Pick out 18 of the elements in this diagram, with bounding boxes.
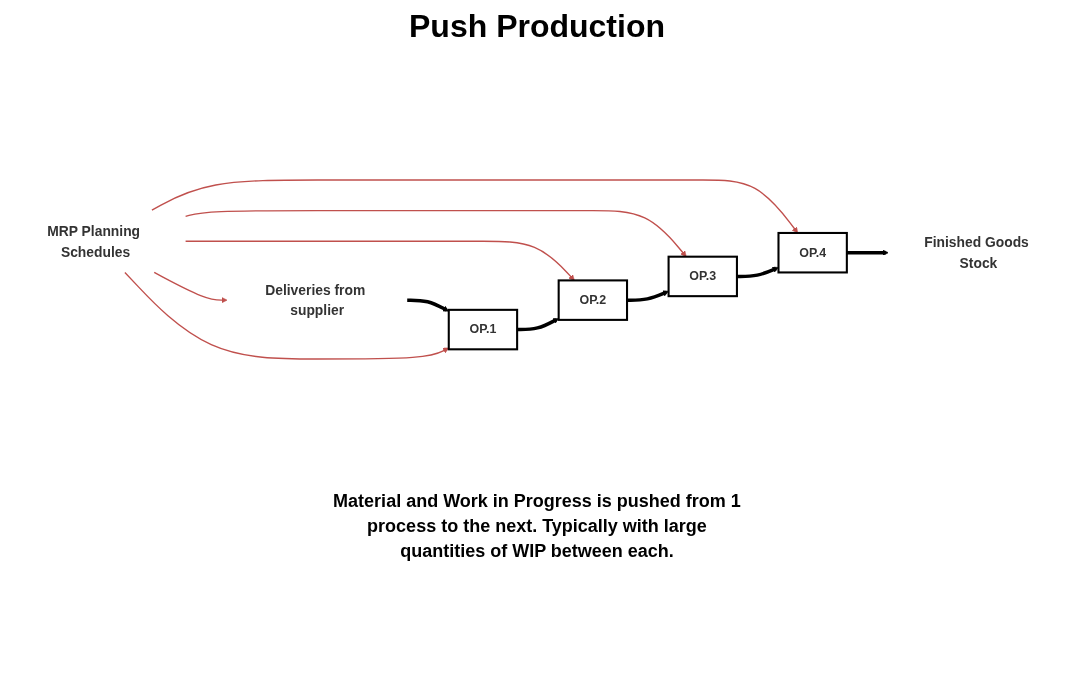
arrow: [153, 271, 228, 303]
node-text: MRP Planning Schedules: [47, 222, 141, 259]
arrow: [151, 178, 799, 233]
arrow: [407, 297, 450, 312]
arrow: [517, 317, 559, 331]
diagram-title: Push Production: [408, 8, 666, 45]
arrow: [184, 209, 687, 257]
arrow: [124, 271, 450, 360]
arrow: [736, 266, 779, 278]
arrow: [846, 249, 889, 256]
node-box: OP.3: [667, 255, 738, 297]
node-box: OP.1: [447, 308, 519, 350]
node-box: OP.4: [777, 231, 848, 273]
node-box: OP.2: [557, 278, 629, 321]
node-text: Deliveries from supplier: [265, 281, 366, 318]
node-text: Finished Goods Stock: [924, 234, 1029, 271]
note-text: Material and Work in Progress is pushed from 1 process to the next. Typically with large quantities of WIP between each.: [332, 490, 742, 564]
arrow: [627, 290, 669, 302]
